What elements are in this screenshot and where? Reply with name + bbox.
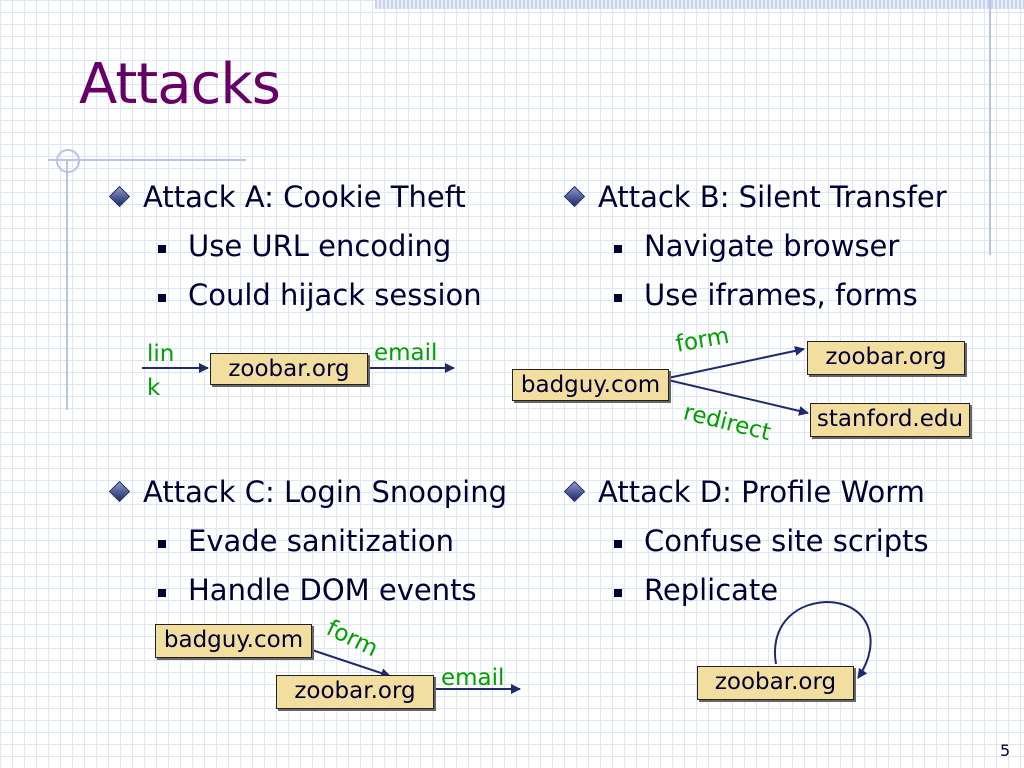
attack-d-bullet-2: Replicate (644, 573, 779, 607)
page-number: 5 (1000, 741, 1011, 760)
attack-b-bullet-1: Navigate browser (644, 229, 900, 263)
attack-a-bullet-2: Could hijack session (188, 278, 482, 312)
link-label: lin (147, 341, 175, 367)
zoobar-box: zoobar.org (210, 353, 368, 385)
attack-c-bullet-2: Handle DOM events (188, 573, 477, 607)
square-bullet-icon (158, 540, 166, 548)
form-arrow (667, 345, 805, 379)
attack-a-bullet-1: Use URL encoding (188, 229, 452, 263)
redirect-arrow (667, 379, 809, 416)
stanford-box: stanford.edu (810, 403, 970, 437)
attack-d-heading: Attack D: Profile Worm (598, 475, 925, 509)
zoobar-box: zoobar.org (807, 341, 965, 375)
attack-c-heading: Attack C: Login Snooping (143, 475, 508, 509)
link-label: k (147, 375, 161, 401)
square-bullet-icon (614, 245, 622, 253)
zoobar-box: zoobar.org (276, 675, 434, 709)
attack-d-bullet-1: Confuse site scripts (644, 524, 929, 558)
form-arrow (311, 649, 391, 678)
square-bullet-icon (614, 294, 622, 302)
attack-b-heading: Attack B: Silent Transfer (598, 180, 947, 214)
title-underline-rule (48, 159, 246, 161)
attack-c-bullet-1: Evade sanitization (188, 524, 455, 558)
square-bullet-icon (614, 589, 622, 597)
left-vertical-rule (66, 160, 68, 410)
zoobar-box: zoobar.org (697, 666, 854, 700)
attack-a-heading: Attack A: Cookie Theft (143, 180, 466, 214)
slide-title: Attacks (79, 52, 281, 117)
circle-ornament-icon (56, 149, 80, 173)
square-bullet-icon (614, 540, 622, 548)
square-bullet-icon (158, 589, 166, 597)
top-decor-band (375, 0, 1024, 9)
replicate-loop-arrow (774, 600, 872, 679)
attack-b-bullet-2: Use iframes, forms (644, 278, 918, 312)
email-label: email (374, 340, 438, 366)
email-label: email (441, 665, 505, 691)
square-bullet-icon (158, 245, 166, 253)
badguy-box: badguy.com (512, 369, 669, 401)
right-vertical-rule (989, 0, 991, 255)
square-bullet-icon (158, 294, 166, 302)
badguy-box: badguy.com (155, 624, 312, 658)
